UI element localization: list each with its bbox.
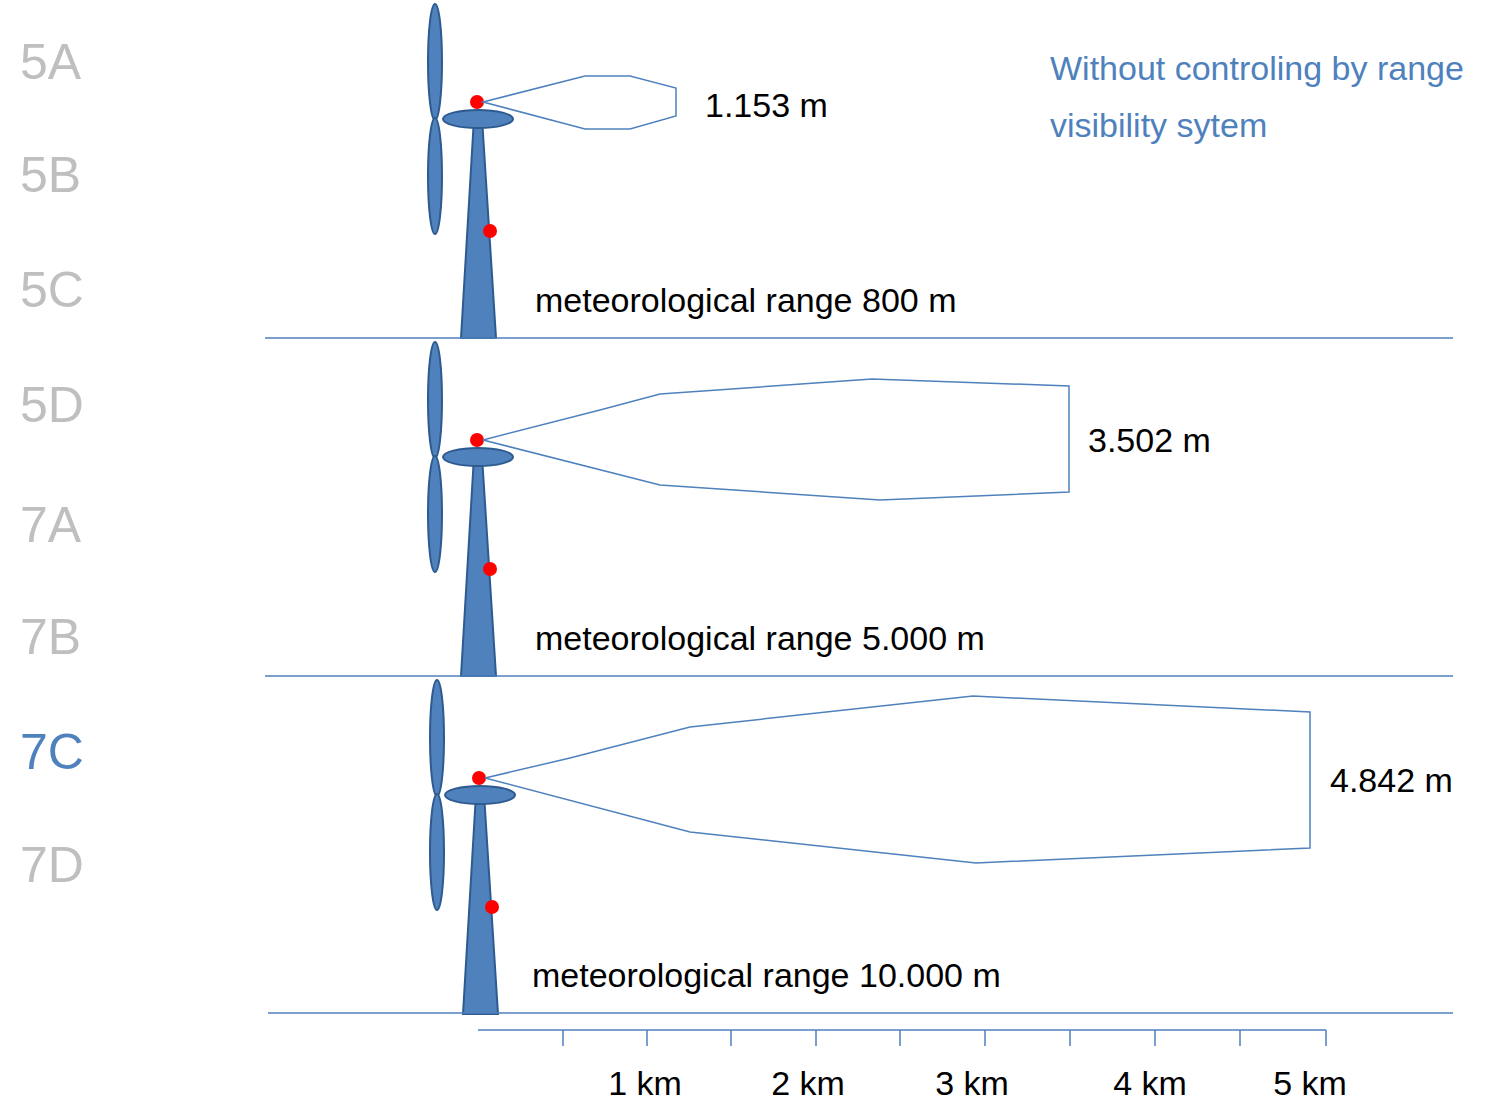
meteorological-range: meteorological range 10.000 m — [532, 958, 1001, 992]
distance-axis — [478, 1030, 1326, 1046]
axis-label: 2 km — [771, 1066, 845, 1100]
range-value: 4.842 m — [1330, 763, 1453, 797]
note: Without controling by range visibility s… — [1050, 40, 1482, 154]
ground-lines — [265, 338, 1453, 1013]
range-value: 1.153 m — [705, 88, 828, 122]
axis-label: 4 km — [1113, 1066, 1187, 1100]
range-value: 3.502 m — [1088, 423, 1211, 457]
axis-label: 3 km — [935, 1066, 1009, 1100]
light-beams — [483, 76, 1310, 863]
scenario-code: 5A — [20, 37, 81, 87]
turbines — [428, 4, 515, 1014]
axis-label: 1 km — [608, 1066, 682, 1100]
meteorological-range: meteorological range 5.000 m — [535, 621, 985, 655]
scenario-code: 7C — [20, 727, 84, 777]
meteorological-range: meteorological range 800 m — [535, 283, 956, 317]
scenario-code: 7B — [20, 612, 81, 662]
scenario-code: 7A — [20, 500, 81, 550]
axis-label: 5 km — [1273, 1066, 1347, 1100]
scenario-code: 7D — [20, 840, 84, 890]
scenario-code: 5D — [20, 380, 84, 430]
scenario-code: 5B — [20, 150, 81, 200]
scenario-code: 5C — [20, 265, 84, 315]
